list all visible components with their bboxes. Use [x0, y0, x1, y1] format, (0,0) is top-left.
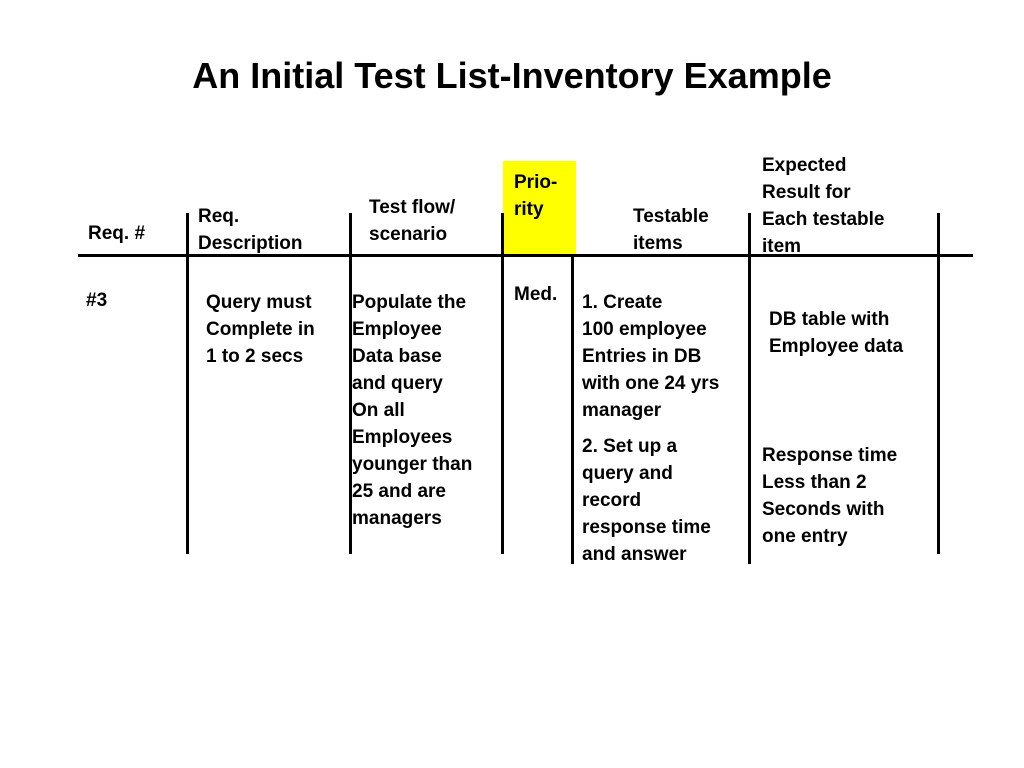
column-divider-1 — [186, 213, 189, 554]
column-divider-4 — [571, 254, 574, 564]
cell-testable-item-1: 1. Create 100 employee Entries in DB wit… — [582, 292, 720, 421]
header-priority: Prio- rity — [514, 172, 558, 220]
column-divider-6 — [937, 213, 940, 554]
header-req-number: Req. # — [88, 223, 146, 244]
header-divider — [78, 254, 973, 257]
cell-test-flow: Populate the Employee Data base and quer… — [352, 292, 473, 529]
page-title: An Initial Test List-Inventory Example — [192, 55, 832, 96]
cell-testable-item-2: 2. Set up a query and record response ti… — [582, 436, 711, 565]
header-expected-result: Expected Result for Each testable item — [762, 155, 885, 257]
cell-expected-result-2: Response time Less than 2 Seconds with o… — [762, 445, 898, 547]
column-divider-2 — [349, 213, 352, 554]
cell-req-number: #3 — [86, 290, 108, 311]
priority-highlight — [503, 161, 576, 255]
cell-priority: Med. — [514, 284, 558, 305]
column-divider-5 — [748, 213, 751, 564]
cell-expected-result-1: DB table with Employee data — [769, 309, 904, 357]
cell-req-description: Query must Complete in 1 to 2 secs — [206, 292, 315, 367]
header-test-flow: Test flow/ scenario — [369, 197, 456, 245]
column-divider-3 — [501, 213, 504, 554]
header-req-description: Req. Description — [198, 206, 303, 254]
header-testable-items: Testable items — [633, 206, 709, 254]
